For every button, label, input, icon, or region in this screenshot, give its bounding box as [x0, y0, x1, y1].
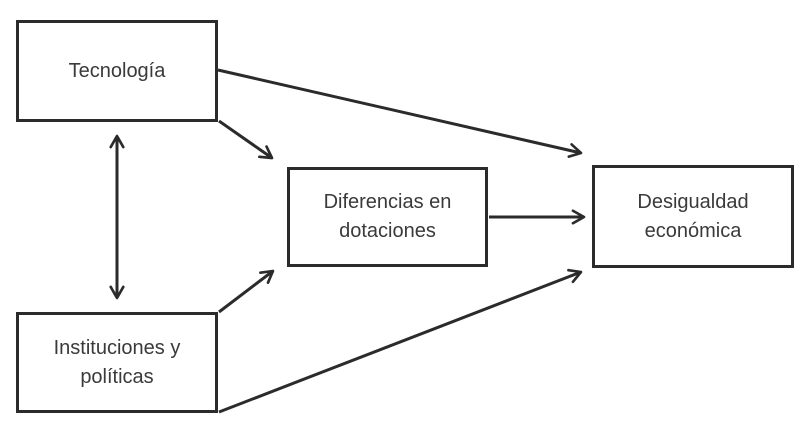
- node-instituciones-y-politicas: Instituciones y políticas: [16, 312, 218, 413]
- node-label-line: Diferencias en: [323, 191, 452, 213]
- node-label-line: políticas: [80, 365, 154, 388]
- edge-tecnologia-to-desigualdad-economica: [217, 68, 583, 158]
- node-label-line: dotaciones: [339, 220, 436, 242]
- node-label-line: Instituciones y: [53, 336, 181, 359]
- node-label-line: económica: [644, 219, 742, 242]
- edge-instituciones-y-politicas-to-diferencias-en-dotaciones: [218, 269, 275, 314]
- edge-instituciones-y-politicas-to-desigualdad-economica: [218, 268, 583, 414]
- node-diferencias-en-dotaciones: Diferencias en dotaciones: [287, 167, 488, 267]
- node-label-line: Desigualdad: [637, 190, 749, 213]
- node-desigualdad-economica: Desigualdad económica: [592, 165, 794, 268]
- edge-tecnologia-to-diferencias-en-dotaciones: [218, 119, 274, 160]
- node-tecnologia: Tecnología: [16, 20, 218, 122]
- node-label-line: Tecnología: [68, 59, 166, 82]
